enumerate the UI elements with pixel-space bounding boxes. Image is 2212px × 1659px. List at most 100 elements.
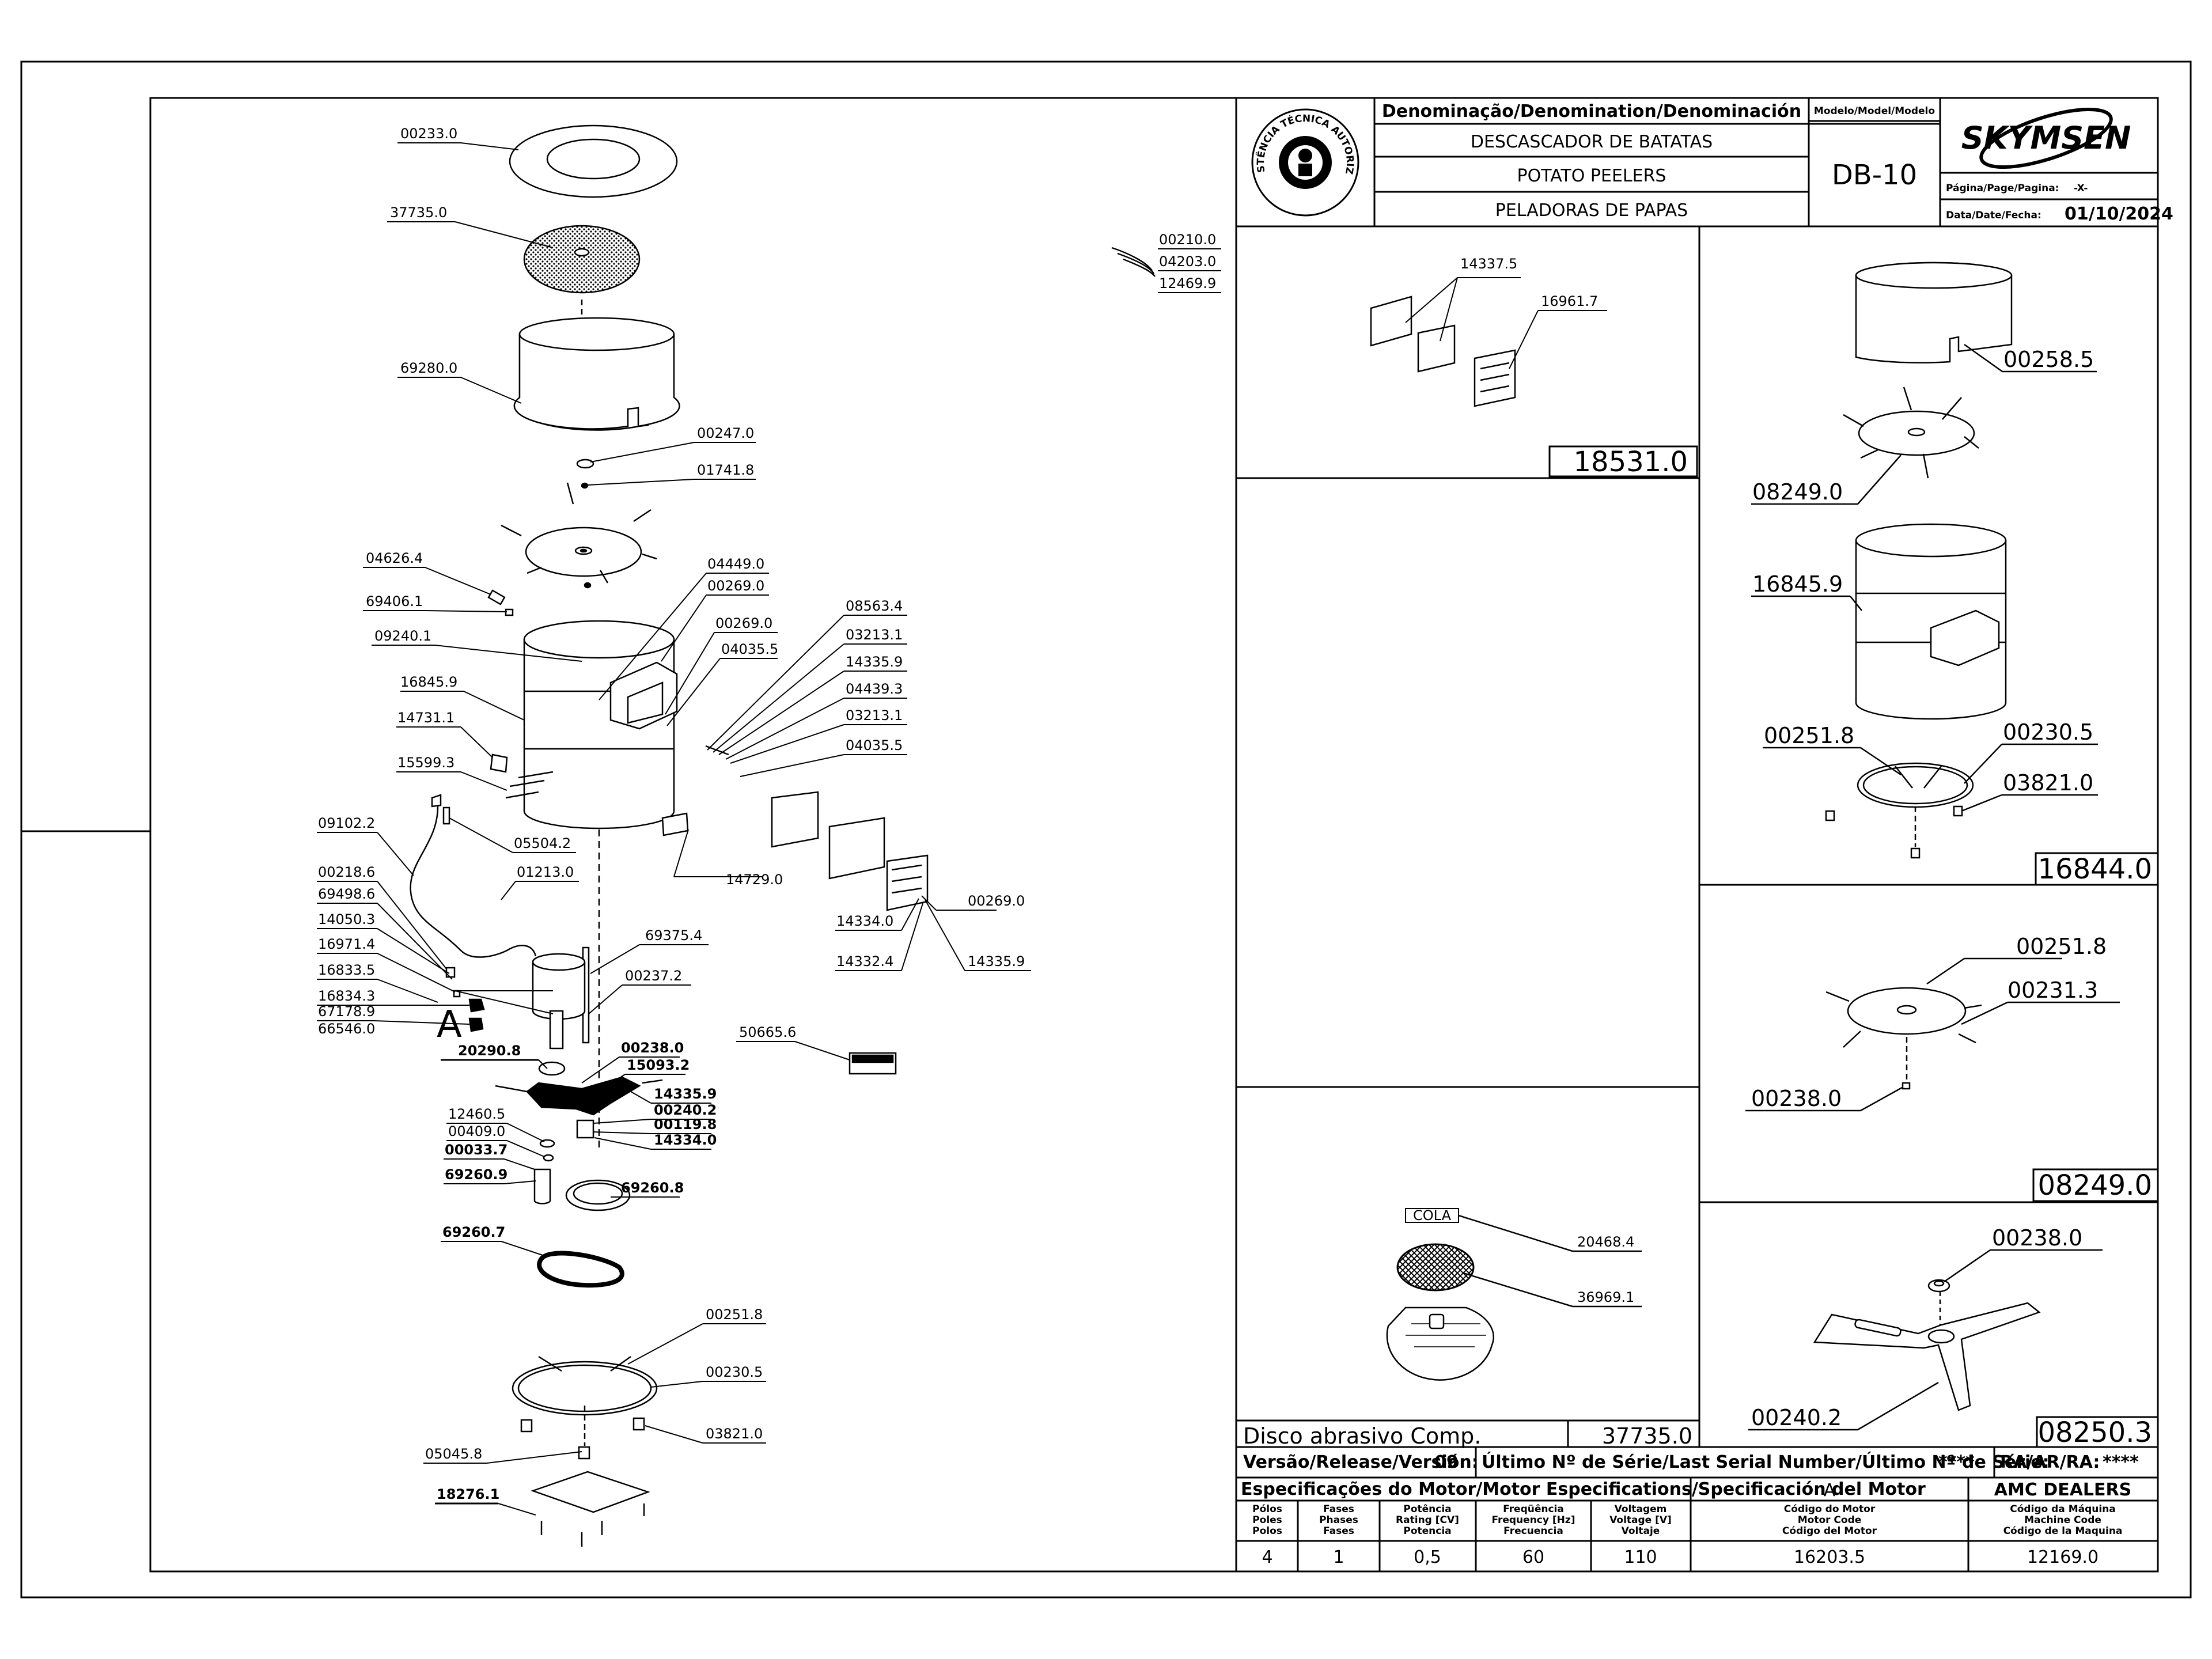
part-label: 00237.2: [625, 968, 682, 984]
motor-spec-label: Especificações do Motor/Motor Especifica…: [1241, 1479, 1926, 1499]
brand-logo: SKYMSEN: [1961, 107, 2131, 169]
part-label: 14334.0: [654, 1132, 717, 1148]
main-leaders: [317, 142, 1221, 1516]
part-label: 14335.9: [654, 1086, 717, 1102]
svg-text:110: 110: [1624, 1547, 1657, 1567]
part-label: 00269.0: [968, 893, 1025, 909]
svg-text:Voltagem: Voltagem: [1615, 1503, 1667, 1515]
part-label: 00251.8: [1764, 723, 1854, 748]
subassembly-panels: [1235, 226, 2158, 1571]
part-label: 04035.5: [846, 737, 903, 753]
part-label: 14332.4: [836, 953, 893, 969]
part-label: 67178.9: [318, 1003, 375, 1020]
part-label: 00240.2: [654, 1102, 717, 1118]
seal-text: ASSISTÊNCIA TÉCNICA AUTORIZADA: [0, 0, 1355, 175]
svg-text:Fases: Fases: [1323, 1503, 1354, 1515]
part-label: 00033.7: [445, 1142, 507, 1158]
part-label: 01741.8: [697, 462, 754, 478]
part-label: 04626.4: [366, 550, 423, 566]
part-label: 03821.0: [706, 1426, 763, 1442]
svg-text:Frequency [Hz]: Frequency [Hz]: [1491, 1514, 1575, 1526]
svg-text:0,5: 0,5: [1414, 1547, 1441, 1567]
part-label: 16833.5: [318, 962, 375, 978]
part-label: 00409.0: [448, 1123, 505, 1139]
part-label: 00231.3: [2008, 978, 2098, 1003]
svg-text:Potencia: Potencia: [1403, 1525, 1451, 1537]
part-label: 00247.0: [697, 425, 754, 441]
disc-title: Disco abrasivo Comp.: [1243, 1423, 1481, 1449]
model-header: Modelo/Model/Modelo: [1814, 105, 1935, 117]
cola-label: COLA: [1413, 1207, 1452, 1224]
part-label: 16834.3: [318, 988, 375, 1004]
part-label: 00218.6: [318, 864, 375, 880]
part-label: 14334.0: [836, 913, 893, 929]
name-portuguese: DESCASCADOR DE BATATAS: [1471, 132, 1713, 152]
part-label: 12460.5: [448, 1106, 505, 1122]
part-label: 00251.8: [2016, 934, 2107, 959]
part-label: 36969.1: [1577, 1289, 1634, 1305]
svg-text:Motor Code: Motor Code: [1798, 1514, 1862, 1526]
dealer-name: AMC DEALERS: [1994, 1480, 2131, 1500]
part-label: 66546.0: [318, 1021, 375, 1037]
svg-text:Voltaje: Voltaje: [1622, 1525, 1660, 1537]
subassembly-16844: 00258.5 08249.0 16845.9 00251.8 00230.5 …: [1751, 262, 2159, 886]
part-label: 15093.2: [627, 1057, 690, 1073]
main-exploded-view: [410, 124, 929, 1513]
part-label: 16845.9: [1752, 571, 1843, 597]
serial-label: Último Nº de Série/Last Serial Number/Úl…: [1482, 1451, 2050, 1472]
motor-spec-table: Versão/Release/Versión: 09 Último Nº de …: [1236, 1447, 2158, 1571]
subassembly-code: 18531.0: [1574, 446, 1688, 478]
part-label: 20468.4: [1577, 1234, 1634, 1250]
part-label: 08249.0: [1752, 479, 1843, 505]
part-label: 00119.8: [654, 1116, 717, 1132]
part-label: 14335.9: [968, 953, 1025, 969]
title-block: ASSISTÊNCIA TÉCNICA AUTORIZADA Denominaç…: [0, 0, 2173, 228]
part-label: 14335.9: [846, 654, 903, 670]
subassembly-code: 16844.0: [2038, 853, 2153, 885]
part-label: 09240.1: [374, 628, 431, 644]
version-value: 09: [1434, 1452, 1459, 1472]
part-label: 69406.1: [366, 593, 423, 609]
part-label: 14729.0: [726, 872, 783, 888]
part-label: 00230.5: [2003, 719, 2093, 745]
date-value: 01/10/2024: [2065, 204, 2173, 224]
part-label: 03213.1: [846, 627, 903, 643]
part-label: 09102.2: [318, 815, 375, 831]
svg-text:Código del Motor: Código del Motor: [1782, 1525, 1877, 1537]
side-label: 04203.0: [1159, 253, 1216, 270]
part-label: 01213.0: [517, 864, 574, 880]
part-label: 16961.7: [1541, 293, 1598, 309]
svg-text:Poles: Poles: [1252, 1514, 1282, 1526]
svg-text:Voltage [V]: Voltage [V]: [1609, 1514, 1672, 1526]
assembly-arrows: [495, 247, 1156, 1547]
svg-text:Código da Máquina: Código da Máquina: [2010, 1503, 2116, 1515]
svg-text:Machine Code: Machine Code: [2024, 1514, 2101, 1526]
svg-text:Frecuencia: Frecuencia: [1503, 1525, 1563, 1537]
column-headers: Pólos Poles Polos Fases Phases Fases Pot…: [1252, 1503, 2122, 1537]
part-label: 00233.0: [400, 126, 457, 142]
svg-text:Freqüência: Freqüência: [1503, 1503, 1564, 1515]
part-label: 00238.0: [621, 1040, 684, 1056]
svg-text:ASSISTÊNCIA TÉCNICA AUTORIZADA: ASSISTÊNCIA TÉCNICA AUTORIZADA: [0, 0, 1355, 175]
part-label: 00251.8: [706, 1306, 763, 1323]
denomination-header: Denominação/Denomination/Denominación: [1382, 101, 1801, 122]
svg-text:4: 4: [1262, 1547, 1272, 1567]
part-label: 16845.9: [400, 674, 457, 690]
svg-text:1: 1: [1333, 1547, 1344, 1567]
motor-letter: A: [1824, 1480, 1836, 1501]
part-label: 05045.8: [425, 1446, 482, 1462]
svg-text:Código de la Maquina: Código de la Maquina: [2003, 1525, 2123, 1537]
spec-values: 4 1 0,5 60 110 16203.5 12169.0: [1262, 1547, 2099, 1567]
svg-text:Pólos: Pólos: [1252, 1503, 1282, 1515]
version-label: Versão/Release/Versión:: [1243, 1452, 1479, 1472]
svg-text:12169.0: 12169.0: [2027, 1547, 2099, 1567]
svg-text:Rating [CV]: Rating [CV]: [1396, 1514, 1459, 1526]
page-label: Página/Page/Pagina:: [1946, 183, 2059, 194]
part-label: 00240.2: [1751, 1405, 1842, 1430]
model-value: DB-10: [1832, 159, 1917, 191]
name-english: POTATO PEELERS: [1517, 166, 1666, 186]
name-spanish: PELADORAS DE PAPAS: [1495, 200, 1688, 221]
part-label: 69260.9: [445, 1166, 507, 1183]
part-label: 69498.6: [318, 886, 375, 902]
